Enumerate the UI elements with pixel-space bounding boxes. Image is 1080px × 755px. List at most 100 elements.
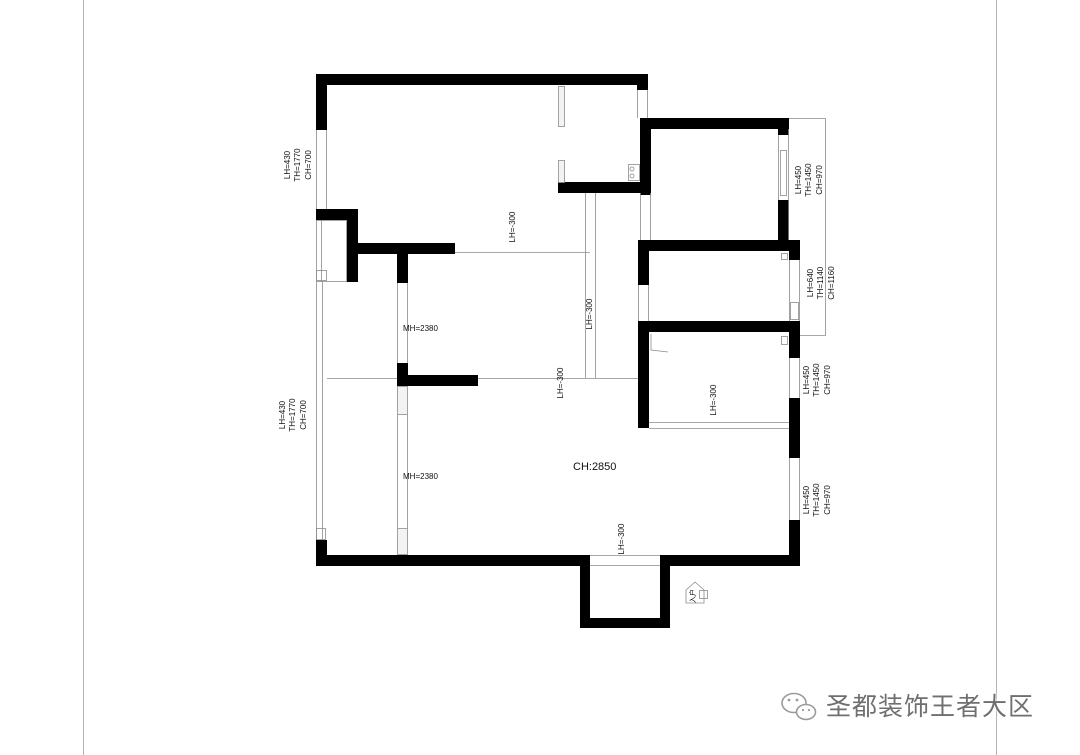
watermark-text: 圣都装饰王者大区 [826,692,1035,721]
door-jamb-bottom [397,528,408,555]
beam-label: LH=-300 [709,384,718,415]
entrance-label: 入户 [688,589,697,603]
beam-line-vertical [585,193,596,378]
walls [316,74,800,628]
door-height-label: MH=2380 [403,472,438,481]
window-label-ch: CH=700 [304,150,313,180]
beam-label: LH=-300 [556,367,565,398]
door-opening-upper [397,283,408,363]
window-room3-right [789,358,800,398]
wall-left-mid-horizontal [316,209,358,220]
wall-room2-top [638,240,800,251]
window-left-long [316,282,323,540]
window-label-lh: LH=640 [806,268,815,297]
window-label-ch: CH=970 [815,165,824,195]
window-left-small-box [316,220,347,282]
wall-inner-vertical-top [397,254,408,283]
window-label-lh: LH=450 [794,165,803,194]
window-label-lh: LH=450 [802,365,811,394]
openings [397,86,788,566]
wall-bedroom1-left [640,118,651,195]
wall-bath-bottom [558,182,651,193]
window-label-group: LH=430 TH=1770 CH=700 [283,148,313,182]
window-left-sash-top [316,270,327,281]
window-top-right [637,90,648,118]
window-label-ch: CH=1160 [827,266,836,300]
wall-left-bottom [316,540,327,566]
bay-window-outline [789,118,826,336]
window-label-lh: LH=450 [802,485,811,514]
window-room2-right [789,260,800,321]
door-opening-bedroom1 [640,193,651,240]
wall-balcony-bottom [580,618,670,628]
window-label-group: LH=450 TH=1450 CH=970 [794,163,824,197]
wechat-eye [807,708,811,712]
window-bedroom1-right [778,129,789,240]
wall-top [316,74,648,85]
window-label-th: TH=1140 [816,266,825,299]
door-opening-lower [397,415,408,528]
wall-room3-left [638,321,649,428]
wall-bottom-right [660,555,800,566]
wechat-eye [787,698,791,702]
entrance-marker: 入户 [685,581,708,604]
entrance-door-icon [699,590,708,599]
beam-label: LH=-300 [585,298,594,329]
window-bedroom1-sash [780,150,787,196]
door-height-label: MH=2380 [403,324,438,333]
wall-right-c [789,520,800,566]
window-label-ch: CH=700 [299,400,308,430]
wall-right-b [789,398,800,458]
wechat-bubble-small [795,703,817,721]
bath-fixture-dot-bottom [629,173,635,179]
beam-line-room3 [649,422,789,429]
bath-fixture [628,164,640,181]
window-left-sash-bottom [316,528,326,540]
wall-right-a [789,332,800,358]
window-label-th: TH=1450 [812,363,821,397]
bath-wall-stub [558,160,565,183]
wall-bedroom1-right-top [778,118,789,135]
windows [316,90,826,540]
wall-room2-right [789,240,800,260]
wall-inner-horizontal [347,243,455,254]
beam-label: LH=-300 [508,211,517,242]
wall-inner-horizontal-mid [397,375,478,386]
bath-fixture-dot-top [629,166,635,172]
wall-top-right-stub [637,74,648,90]
window-label-ch: CH=970 [823,365,832,395]
room3-corner-detail [781,336,788,345]
window-label-lh: LH=430 [278,400,287,429]
door-opening-room2 [638,285,649,321]
wall-room3-top [638,321,800,332]
door-jamb-mid [397,386,408,415]
window-label-th: TH=1770 [293,148,302,182]
wall-bedroom1-top [640,118,789,129]
entrance-arrow-icon [685,581,705,604]
window-living-right [789,458,800,520]
ceiling-height-label: CH:2850 [573,461,616,473]
wall-room2-left [638,240,649,285]
window-label-th: TH=1770 [288,398,297,432]
window-left-top [316,130,327,209]
door-swing-room3 [650,334,669,353]
wechat-eye [801,708,805,712]
wall-left-top [316,74,327,130]
beam-lines [327,193,789,429]
window-room2-sash [790,302,799,320]
room2-corner-detail [781,253,788,260]
wall-balcony-right [660,555,670,628]
wall-bedroom1-right-bottom [778,200,789,245]
wall-balcony-left [580,555,590,628]
window-label-group: LH=640 TH=1140 CH=1160 [806,266,836,300]
window-label-th: TH=1450 [812,483,821,517]
window-label-group: LH=450 TH=1450 CH=970 [802,483,832,517]
wechat-eye [795,698,799,702]
wall-inner-vertical-mid [397,363,408,386]
window-label-group: LH=450 TH=1450 CH=970 [802,363,832,397]
wall-bottom-left [316,555,590,566]
balcony-opening [590,555,660,566]
window-label-group: LH=430 TH=1770 CH=700 [278,398,308,432]
window-label-th: TH=1450 [804,163,813,197]
